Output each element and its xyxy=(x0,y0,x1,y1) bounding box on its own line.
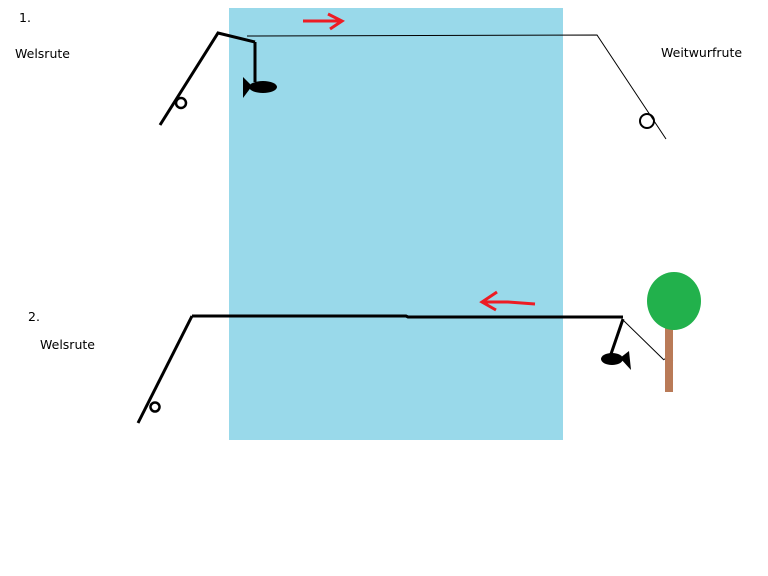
scene1-arrow-right-icon xyxy=(303,12,345,31)
scene1-far-reel-icon xyxy=(639,113,655,129)
water-area xyxy=(229,8,563,440)
scene1-line xyxy=(246,34,667,140)
tree-crown xyxy=(647,272,701,330)
scene2-arrow-left-icon xyxy=(479,290,536,312)
scene1-catfish-rod xyxy=(158,31,257,126)
scene1-number: 1. xyxy=(19,10,31,25)
reel-icon xyxy=(149,401,161,413)
tree xyxy=(647,272,701,392)
scene2-number: 2. xyxy=(28,309,40,324)
scene1-left-rod-label: Welsrute xyxy=(15,46,70,61)
scene2-left-rod-label: Welsrute xyxy=(40,337,95,352)
scene2-fish-icon xyxy=(601,351,631,370)
scene1-fish-icon xyxy=(243,77,277,98)
tree-trunk xyxy=(665,327,673,392)
reel-icon xyxy=(174,96,188,110)
scene2-catfish-rod xyxy=(136,314,674,424)
scene1-right-rod-label: Weitwurfrute xyxy=(661,45,743,60)
